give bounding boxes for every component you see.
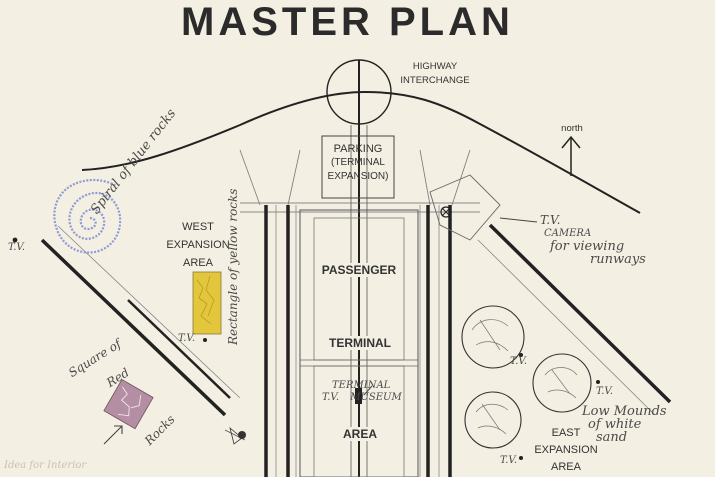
tv-label-west: T.V.	[8, 242, 26, 253]
museum-annotation: TERMINAL T.V. MUSEUM	[322, 380, 402, 404]
mounds-annotation-line3: sand	[596, 430, 628, 445]
parking-label: PARKING (TERMINAL EXPANSION)	[322, 142, 394, 184]
parking-label-line1: PARKING	[333, 143, 383, 155]
rectangle-annotation: Rectangle of yellow rocks	[226, 188, 240, 345]
camera-annotation-line3: for viewing	[550, 239, 625, 254]
sand-mound-1	[461, 305, 525, 369]
tv-label-center-west: T.V.	[178, 333, 196, 344]
tv-label-east-1: T.V.	[510, 356, 528, 367]
camera-marker	[440, 206, 452, 218]
parking-label-line2: (TERMINAL	[331, 157, 385, 168]
north-label: north	[561, 123, 583, 134]
blue-rock-spiral	[53, 179, 122, 254]
terminal-label: TERMINAL	[324, 336, 396, 350]
runway-diagonal-east	[488, 223, 672, 404]
parking-label-line3: EXPANSION)	[327, 171, 389, 182]
east-area-line3: AREA	[551, 461, 581, 473]
camera-annotation: T.V. CAMERA for viewing runways	[540, 213, 646, 267]
mounds-annotation: Low Mounds of white sand	[582, 405, 667, 444]
highway-label: HIGHWAY INTERCHANGE	[395, 60, 475, 88]
terminal-area-label: AREA	[338, 427, 382, 441]
camera-annotation-line2: CAMERA	[544, 228, 592, 239]
museum-marker	[355, 388, 362, 404]
highway-label-line1: HIGHWAY	[412, 61, 458, 72]
mounds-annotation-line2: of white	[588, 417, 642, 432]
terminal-frame	[299, 209, 419, 477]
west-area-line2: EXPANSION	[166, 239, 230, 251]
page-title: MASTER PLAN	[181, 0, 514, 44]
sand-mound-2	[532, 353, 592, 413]
sand-mound-3	[464, 391, 522, 449]
tv-label-east-2: T.V.	[596, 386, 614, 397]
west-area-line1: WEST	[182, 221, 214, 233]
museum-annotation-tv: T.V. MUSEUM	[322, 392, 402, 403]
passenger-label: PASSENGER	[318, 263, 400, 277]
east-area-line2: EXPANSION	[534, 444, 598, 456]
museum-annotation-line1: TERMINAL	[332, 380, 391, 391]
west-area-label: WEST EXPANSION AREA	[160, 220, 236, 270]
highway-label-line2: INTERCHANGE	[400, 75, 470, 86]
highway-curve	[81, 90, 641, 214]
camera-annotation-line1: T.V.	[540, 213, 561, 227]
bottom-faint-note: Idea for Interior	[4, 460, 87, 471]
red-rock-square	[103, 378, 154, 430]
parking-box	[321, 135, 395, 199]
mounds-annotation-line1: Low Mounds	[582, 404, 667, 419]
east-area-label: EAST EXPANSION AREA	[528, 426, 604, 474]
runway-diagonal-west	[40, 238, 227, 417]
camera-annotation-line4: runways	[590, 252, 646, 267]
west-area-line3: AREA	[183, 257, 213, 269]
east-area-line1: EAST	[551, 427, 581, 439]
tv-label-east-3: T.V.	[500, 455, 518, 466]
yellow-rock-rectangle	[192, 271, 222, 335]
